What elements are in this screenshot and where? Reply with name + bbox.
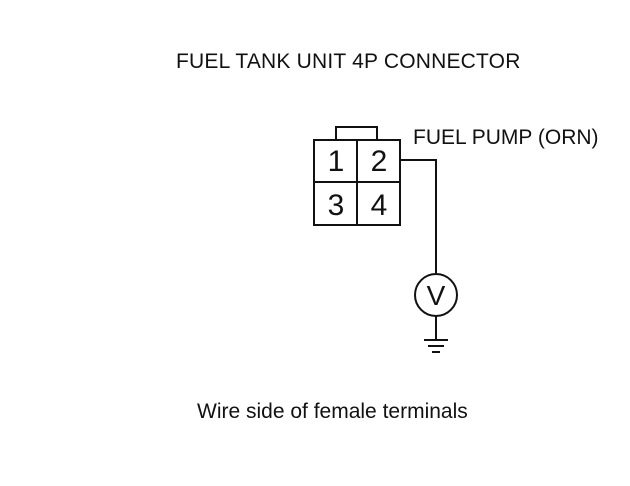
connector-key-tab bbox=[335, 126, 378, 141]
pin-3-label: 3 bbox=[328, 189, 345, 222]
pin-4-label: 4 bbox=[371, 189, 388, 222]
pin-2-label: 2 bbox=[371, 145, 388, 178]
voltmeter-symbol-label: V bbox=[427, 280, 446, 311]
pin-1-label: 1 bbox=[328, 145, 345, 178]
diagram-caption: Wire side of female terminals bbox=[197, 400, 468, 423]
diagram-title: FUEL TANK UNIT 4P CONNECTOR bbox=[176, 50, 521, 73]
fuel-pump-wire bbox=[400, 159, 437, 273]
ground-icon bbox=[424, 339, 448, 353]
wire-label-fuel-pump: FUEL PUMP (ORN) bbox=[413, 126, 599, 149]
